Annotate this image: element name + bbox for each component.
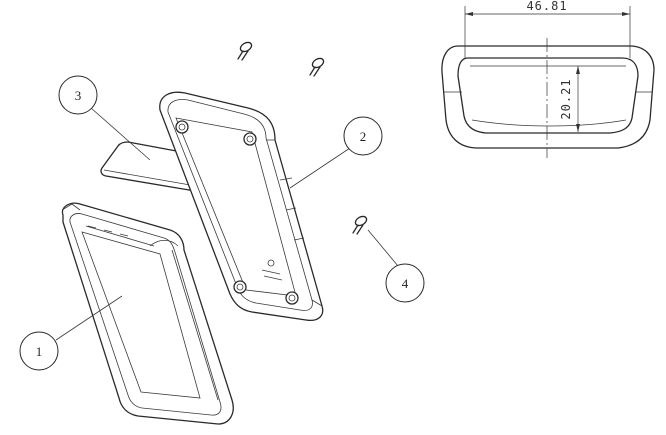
callout-label-2: 2 <box>360 129 367 144</box>
screw-right <box>352 215 368 235</box>
callout-2: 2 <box>289 116 383 189</box>
screw-top-right <box>309 57 325 77</box>
rear-housing-part <box>159 91 324 322</box>
height-dimension-value: 20.21 <box>559 78 573 119</box>
callout-4: 4 <box>367 229 425 303</box>
screw-top-left <box>237 41 253 61</box>
section-view: 46.81 20.21 <box>441 0 655 158</box>
callout-label-4: 4 <box>402 276 409 291</box>
callout-label-1: 1 <box>36 344 43 359</box>
width-dimension-value: 46.81 <box>526 0 567 13</box>
front-cover-part <box>61 202 234 425</box>
callout-1: 1 <box>19 295 123 371</box>
callout-label-3: 3 <box>75 88 82 103</box>
callout-3: 3 <box>58 75 151 161</box>
